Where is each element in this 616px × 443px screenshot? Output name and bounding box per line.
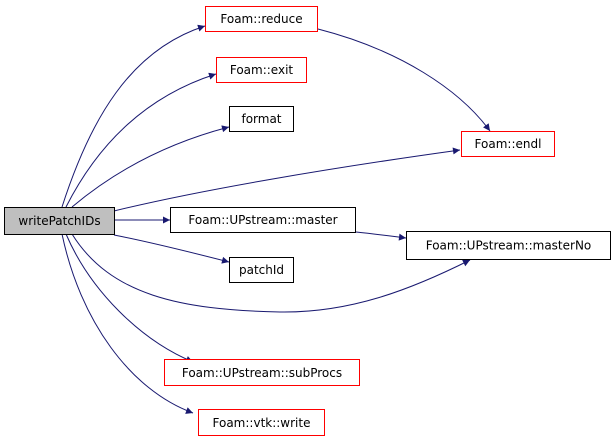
edges-layer — [61, 24, 491, 414]
node-patchid[interactable]: patchId — [229, 257, 294, 283]
node-foam-endl[interactable]: Foam::endl — [461, 131, 555, 157]
node-patchid-label: patchId — [239, 263, 284, 277]
edge-writepatchids-to-format — [71, 125, 230, 208]
node-foam-vtk-write-label: Foam::vtk::write — [213, 416, 311, 430]
edge-writepatchids-to-masterno — [71, 233, 471, 313]
node-foam-upstream-subprocs-label: Foam::UPstream::subProcs — [182, 366, 342, 380]
node-format[interactable]: format — [229, 106, 294, 132]
node-foam-upstream-subprocs-box — [164, 359, 360, 386]
node-foam-reduce-label: Foam::reduce — [220, 12, 302, 26]
node-writepatchids-label: writePatchIDs — [18, 214, 100, 228]
node-foam-upstream-master-box — [170, 207, 356, 233]
node-foam-vtk-write[interactable]: Foam::vtk::write — [198, 409, 325, 436]
node-foam-exit-label: Foam::exit — [230, 63, 294, 77]
node-foam-exit-box — [216, 57, 307, 83]
node-foam-upstream-subprocs[interactable]: Foam::UPstream::subProcs — [164, 359, 360, 386]
node-foam-upstream-master-label: Foam::UPstream::master — [188, 213, 337, 227]
edge-writepatchids-to-vtkwrite — [61, 233, 194, 414]
edge-writepatchids-to-endl — [113, 147, 461, 212]
node-foam-upstream-master[interactable]: Foam::UPstream::master — [170, 207, 356, 233]
node-format-box — [229, 106, 294, 132]
node-foam-exit[interactable]: Foam::exit — [216, 57, 307, 83]
node-foam-reduce[interactable]: Foam::reduce — [205, 6, 318, 32]
edge-writepatchids-to-subprocs — [65, 233, 194, 363]
node-writepatchids-box — [4, 207, 115, 235]
node-foam-upstream-masterno[interactable]: Foam::UPstream::masterNo — [406, 231, 611, 260]
node-foam-endl-label: Foam::endl — [475, 137, 542, 151]
node-foam-vtk-write-box — [198, 409, 325, 436]
node-foam-reduce-box — [205, 6, 318, 32]
edge-reduce-to-endl — [317, 28, 491, 132]
node-foam-upstream-masterno-box — [406, 231, 611, 260]
edge-master-to-masterno — [355, 231, 407, 241]
edge-writepatchids-to-reduce — [61, 24, 206, 208]
node-patchid-box — [229, 257, 294, 283]
node-writepatchids[interactable]: writePatchIDs — [4, 207, 115, 235]
node-foam-upstream-masterno-label: Foam::UPstream::masterNo — [426, 239, 592, 253]
edge-writepatchids-to-exit — [65, 72, 217, 208]
nodes-layer: writePatchIDs Foam::reduce Foam::exit fo… — [4, 6, 611, 436]
node-foam-endl-box — [461, 131, 555, 157]
edge-writepatchids-to-patchid — [113, 234, 230, 264]
node-format-label: format — [241, 112, 281, 126]
